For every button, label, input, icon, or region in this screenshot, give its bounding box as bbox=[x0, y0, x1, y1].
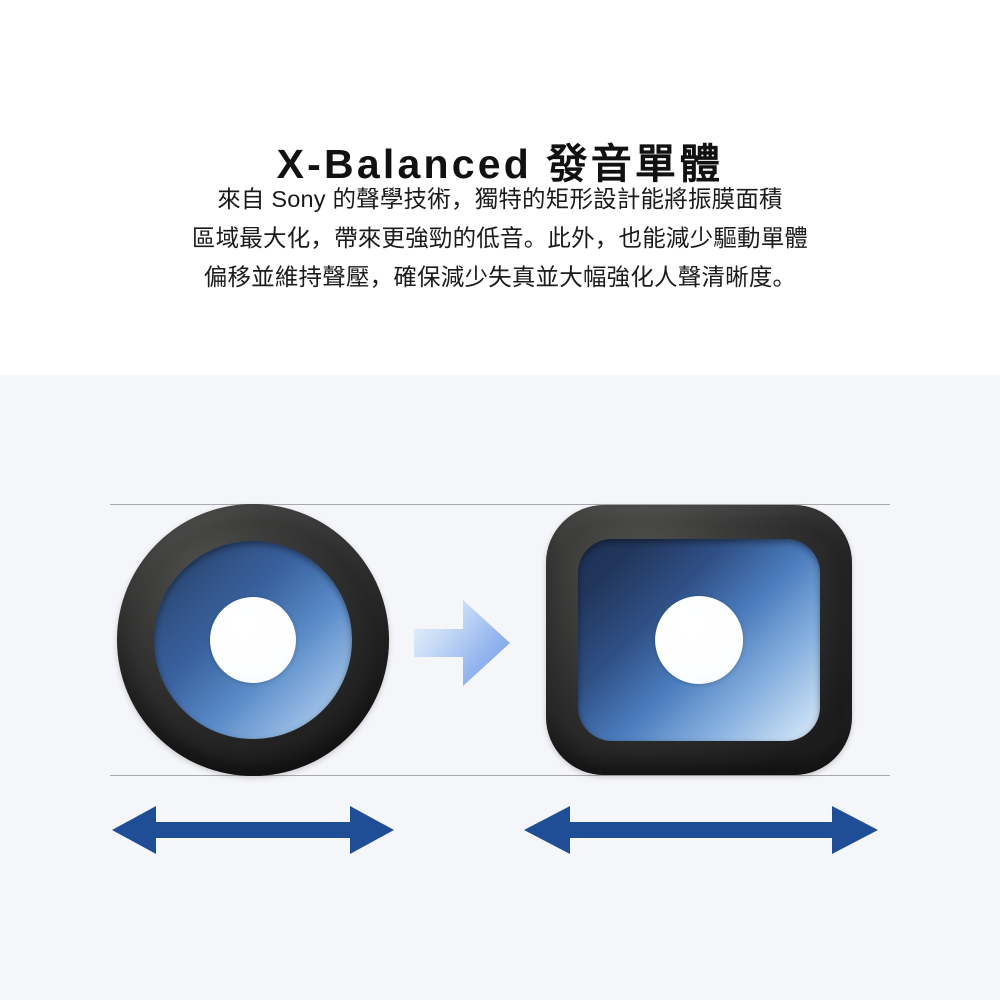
description-line-3: 偏移並維持聲壓，確保減少失真並大幅強化人聲清晰度。 bbox=[203, 264, 797, 290]
measure-arrow-xbalanced-driver bbox=[524, 800, 878, 860]
description-line-1: 來自 Sony 的聲學技術，獨特的矩形設計能將振膜面積 bbox=[217, 186, 783, 212]
guide-line-top bbox=[110, 504, 890, 505]
text-section: X-Balanced 發音單體 來自 Sony 的聲學技術，獨特的矩形設計能將振… bbox=[0, 0, 1000, 375]
guide-line-bottom bbox=[110, 775, 890, 776]
page-title: X-Balanced 發音單體 bbox=[276, 141, 724, 188]
conventional-round-driver bbox=[117, 504, 389, 776]
diagram-section bbox=[0, 375, 1000, 1000]
description-line-2: 區域最大化，帶來更強勁的低音。此外，也能減少驅動單體 bbox=[191, 225, 809, 251]
round-driver-dome bbox=[209, 596, 297, 684]
transition-arrow-icon bbox=[414, 597, 510, 689]
xbalanced-rect-driver bbox=[546, 505, 852, 775]
description-paragraph: 來自 Sony 的聲學技術，獨特的矩形設計能將振膜面積 區域最大化，帶來更強勁的… bbox=[110, 180, 890, 297]
rect-driver-dome bbox=[655, 595, 743, 685]
measure-arrow-round-driver bbox=[112, 800, 394, 860]
